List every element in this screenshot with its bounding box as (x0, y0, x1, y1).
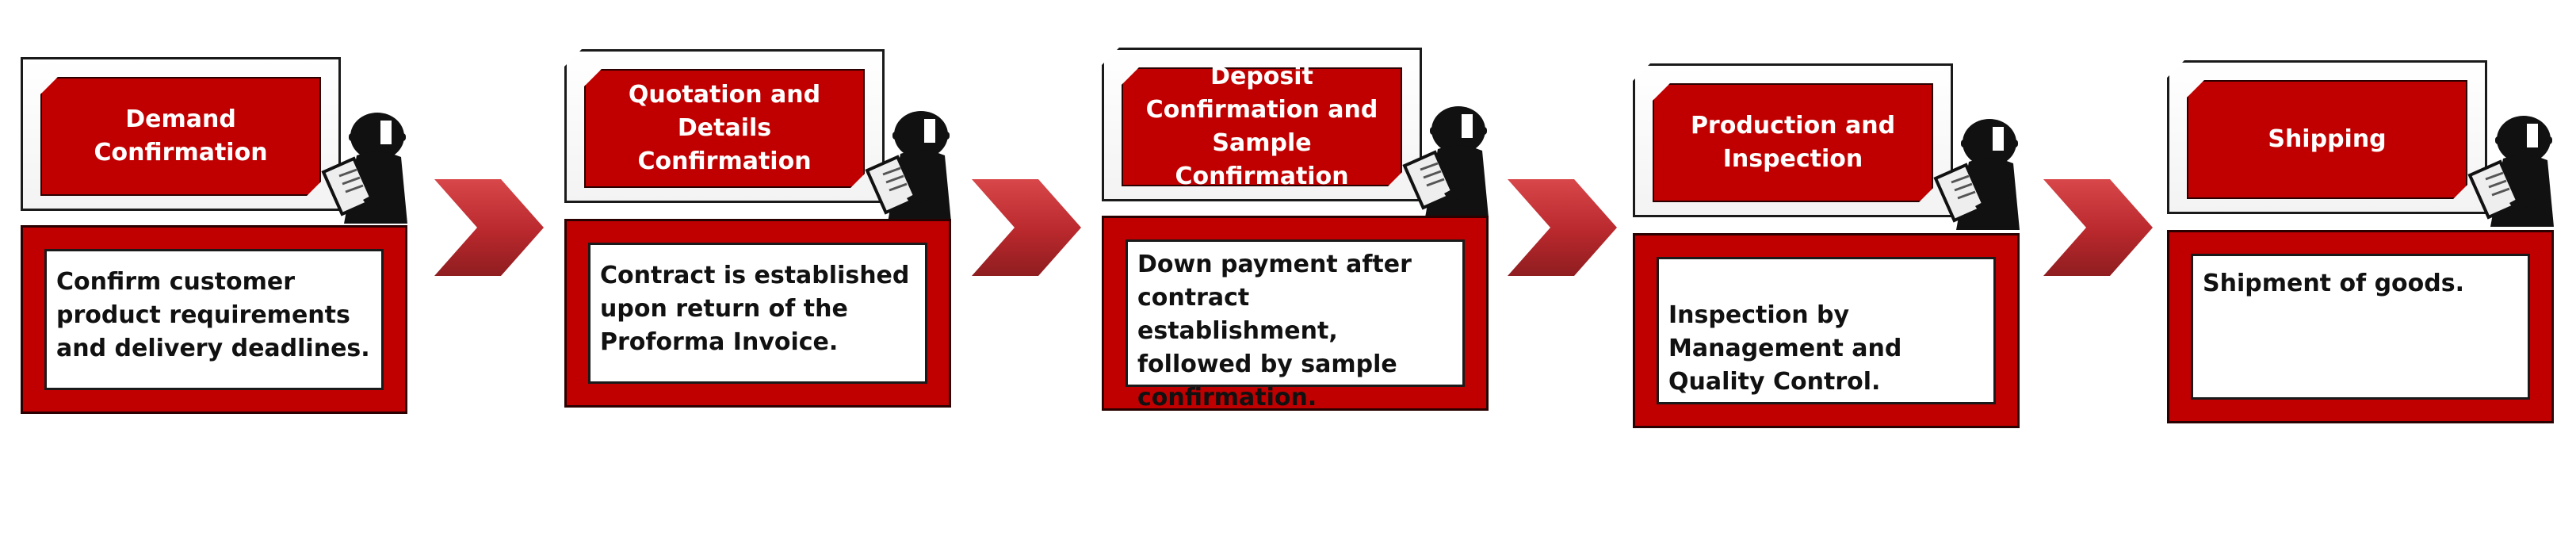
process-step-3: Deposit Confirmation and Sample Confirma… (1102, 48, 1506, 492)
step-description-panel: Contract is established upon return of t… (588, 243, 927, 384)
step-title: Production and Inspection (1690, 112, 1896, 173)
step-description-box: Contract is established upon return of t… (564, 219, 951, 408)
process-step-5: Shipping Shipment of goods. (2167, 60, 2571, 504)
worker-with-clipboard-icon (865, 111, 951, 222)
step-header-card: Shipping (2167, 60, 2487, 214)
step-title: Deposit Confirmation and Sample Confirma… (1145, 63, 1378, 190)
process-step-2: Quotation and Details Confirmation Contr… (564, 49, 969, 493)
step-description: Contract is established upon return of t… (600, 262, 910, 356)
step-title: Shipping (2268, 125, 2387, 153)
step-title-banner: Shipping (2187, 80, 2467, 199)
step-description: Inspection by Management and Quality Con… (1668, 301, 1902, 396)
step-header-card: Quotation and Details Confirmation (564, 49, 885, 203)
step-title-banner: Production and Inspection (1653, 83, 1933, 202)
step-description-panel: Confirm customer product requirements an… (44, 249, 384, 390)
step-description-panel: Down payment after contract establishmen… (1126, 239, 1465, 412)
step-description-box: Inspection by Management and Quality Con… (1633, 233, 2020, 428)
step-description-box: Shipment of goods. (2167, 230, 2554, 423)
step-title: Demand Confirmation (94, 105, 268, 167)
step-title: Quotation and Details Confirmation (628, 81, 821, 175)
worker-with-clipboard-icon (1933, 119, 2020, 230)
worker-with-clipboard-icon (1402, 106, 1489, 217)
step-title-banner: Deposit Confirmation and Sample Confirma… (1122, 67, 1402, 186)
step-title-banner: Demand Confirmation (40, 77, 321, 196)
process-step-1: Demand Confirmation Confirm customer pro… (21, 56, 425, 500)
step-description-panel: Inspection by Management and Quality Con… (1657, 257, 1996, 404)
worker-with-clipboard-icon (321, 113, 407, 224)
step-header-card: Deposit Confirmation and Sample Confirma… (1102, 48, 1422, 201)
step-description-box: Confirm customer product requirements an… (21, 225, 407, 414)
process-step-4: Production and Inspection Inspection by … (1633, 63, 2037, 507)
worker-with-clipboard-icon (2467, 116, 2554, 227)
step-description-panel: Shipment of goods. (2191, 254, 2530, 400)
step-description: Confirm customer product requirements an… (56, 268, 370, 362)
step-description-box: Down payment after contract establishmen… (1102, 216, 1489, 412)
chevron-right-icon (434, 179, 544, 276)
chevron-right-icon (2043, 179, 2153, 276)
step-description: Down payment after contract establishmen… (1137, 251, 1412, 412)
chevron-right-icon (1508, 179, 1617, 276)
step-description: Shipment of goods. (2203, 270, 2464, 297)
step-header-card: Production and Inspection (1633, 63, 1953, 217)
step-header-card: Demand Confirmation (21, 57, 341, 211)
chevron-right-icon (972, 179, 1081, 276)
step-title-banner: Quotation and Details Confirmation (584, 69, 865, 188)
